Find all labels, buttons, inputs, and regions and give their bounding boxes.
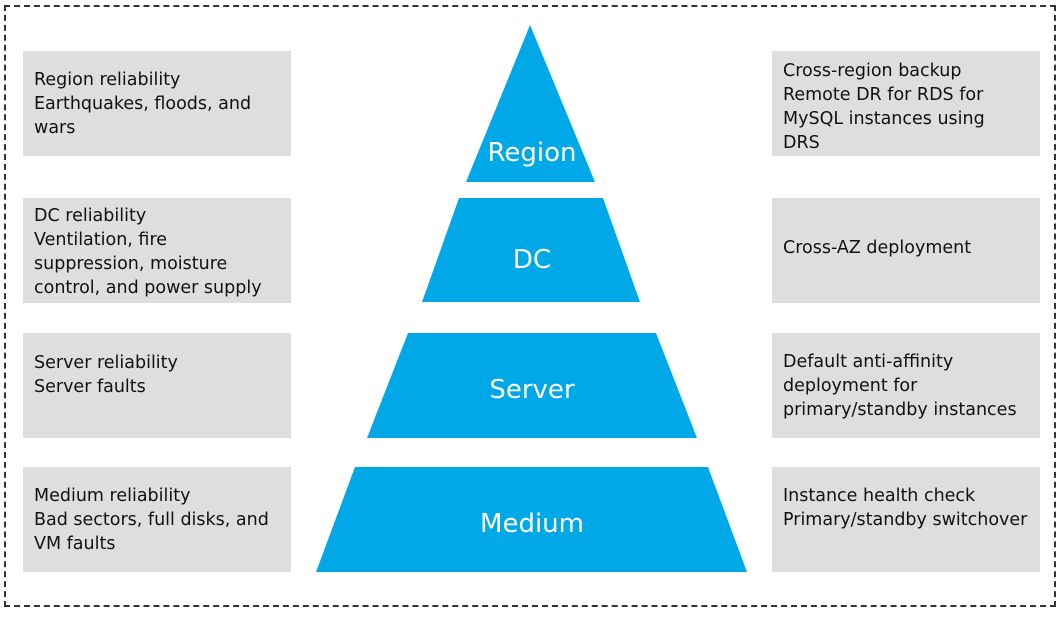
box-line: DC reliability [34, 206, 147, 226]
box-line: Earthquakes, floods, and [34, 94, 252, 114]
tier-region-shape [466, 25, 595, 182]
dc-solution-box: Cross-AZ deployment [772, 198, 1040, 303]
tier-dc-shape [422, 198, 640, 302]
tier-region-label: Region [487, 138, 576, 168]
box-line: Region reliability [34, 70, 181, 90]
box-line: VM faults [34, 534, 116, 554]
region-solution-box: Cross-region backup Remote DR for RDS fo… [772, 51, 1040, 156]
box-line: Server faults [34, 377, 146, 397]
box-line: DRS [783, 133, 820, 153]
box-line: deployment for [783, 376, 918, 396]
box-line: Default anti-affinity [783, 352, 954, 372]
box-line: primary/standby instances [783, 400, 1017, 420]
region-reliability-box: Region reliability Earthquakes, floods, … [23, 51, 291, 156]
server-reliability-box: Server reliability Server faults [23, 333, 291, 438]
box-line: Cross-region backup [783, 61, 962, 81]
dc-reliability-box: DC reliability Ventilation, fire suppres… [23, 198, 291, 303]
box-line: Server reliability [34, 353, 178, 373]
server-solution-box: Default anti-affinity deployment for pri… [772, 333, 1040, 438]
box-line: Medium reliability [34, 486, 191, 506]
tier-dc-label: DC [513, 245, 551, 275]
box-line: Remote DR for RDS for [783, 85, 984, 105]
box-line: Ventilation, fire [34, 230, 168, 250]
box-line: Instance health check [783, 486, 976, 506]
tier-server-label: Server [489, 375, 575, 405]
box-line: Cross-AZ deployment [783, 238, 972, 258]
box-line: wars [34, 118, 76, 138]
dashed-frame [4, 5, 1056, 607]
box-line: Primary/standby switchover [783, 510, 1028, 530]
box-line: Bad sectors, full disks, and [34, 510, 269, 530]
medium-solution-box: Instance health check Primary/standby sw… [772, 467, 1040, 572]
tier-medium-label: Medium [480, 509, 584, 539]
tier-medium-shape [316, 467, 747, 572]
box-line: suppression, moisture [34, 254, 228, 274]
box-line: control, and power supply [34, 278, 262, 298]
tier-server-shape [367, 333, 697, 438]
box-line: MySQL instances using [783, 109, 985, 129]
medium-reliability-box: Medium reliability Bad sectors, full dis… [23, 467, 291, 572]
